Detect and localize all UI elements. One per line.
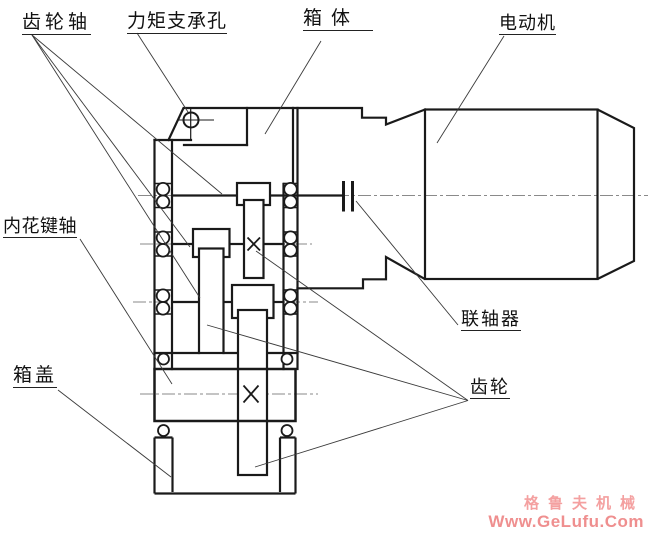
torque-support-hole — [178, 111, 214, 129]
watermark-url: Www.GeLufu.Com — [488, 512, 644, 532]
label-gear: 齿轮 — [470, 377, 510, 399]
gear-b — [197, 247, 225, 355]
leader-lines — [31, 32, 505, 478]
label-coupling: 联轴器 — [461, 309, 521, 331]
leader-gear-2 — [206, 324, 469, 401]
gear-a — [242, 198, 265, 280]
watermark: 格鲁夫机械 Www.GeLufu.Com — [488, 495, 644, 532]
label-gear-shaft: 齿轮轴 — [22, 12, 92, 35]
leader-gear-shaft-2 — [31, 34, 191, 248]
leader-cover — [57, 389, 172, 478]
leader-gear-shaft-1 — [31, 34, 223, 195]
leader-gear-1 — [255, 250, 469, 401]
gears — [191, 181, 275, 477]
label-box-cover: 箱盖 — [13, 365, 58, 388]
motor-outline — [423, 108, 636, 281]
leader-housing — [264, 40, 322, 135]
leader-gear-3 — [254, 400, 469, 468]
leader-spline-shaft — [79, 238, 173, 385]
leader-motor — [436, 35, 505, 144]
label-housing: 箱体 — [303, 9, 374, 31]
output-gear — [236, 308, 269, 477]
leader-gear-shaft-3 — [31, 34, 201, 299]
bearings — [155, 181, 298, 437]
leader-coupling — [355, 200, 459, 326]
coupling-symbol — [342, 181, 354, 212]
spline-shaft-body — [153, 367, 297, 423]
label-torque-support-hole: 力矩支承孔 — [127, 11, 228, 34]
shaft-lines — [172, 194, 343, 304]
mesh-marks — [242, 236, 261, 404]
label-motor: 电动机 — [499, 13, 556, 35]
watermark-company: 格鲁夫机械 — [523, 495, 644, 513]
leader-torque-hole — [136, 32, 189, 113]
box-cover — [153, 436, 297, 495]
label-internal-spline-shaft: 内花键轴 — [3, 216, 77, 238]
